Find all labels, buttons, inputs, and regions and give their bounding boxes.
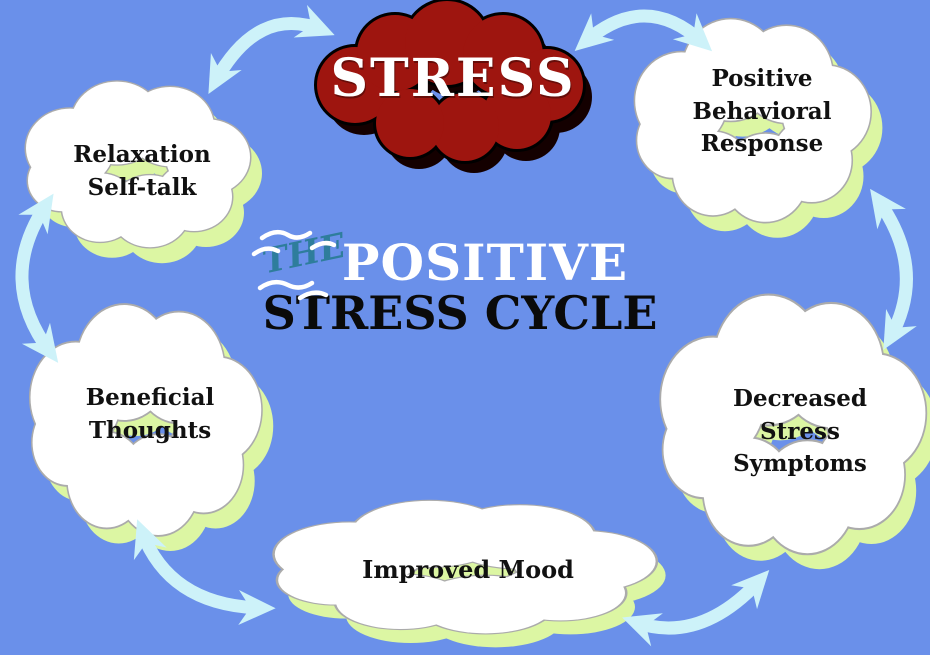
arrow-stress-behavioral-response <box>574 9 713 52</box>
arrow-improved-mood-beneficial-thoughts <box>133 519 276 626</box>
label-improved-mood: Improved Mood <box>362 555 574 584</box>
title-stress-cycle: STRESS CYCLE <box>262 286 658 340</box>
arrow-relaxation-stress <box>208 4 335 94</box>
label-beneficial-thoughts: Beneficial Thoughts <box>85 384 215 444</box>
title-positive: POSITIVE <box>341 233 629 292</box>
label-positive-behavioral-response: Positive Behavioral Response <box>692 65 832 158</box>
label-relaxation-self-talk: Relaxation Self-talk <box>73 141 211 201</box>
arrow-beneficial-thoughts-relaxation <box>15 193 59 363</box>
arrow-behavioral-response-decreased-symptoms <box>870 188 917 350</box>
arrow-decreased-symptoms-improved-mood <box>622 569 770 647</box>
label-decreased-stress-symptoms: Decreased Stress Symptoms <box>733 385 867 478</box>
stress-cloud-label: STRESS <box>330 48 576 109</box>
